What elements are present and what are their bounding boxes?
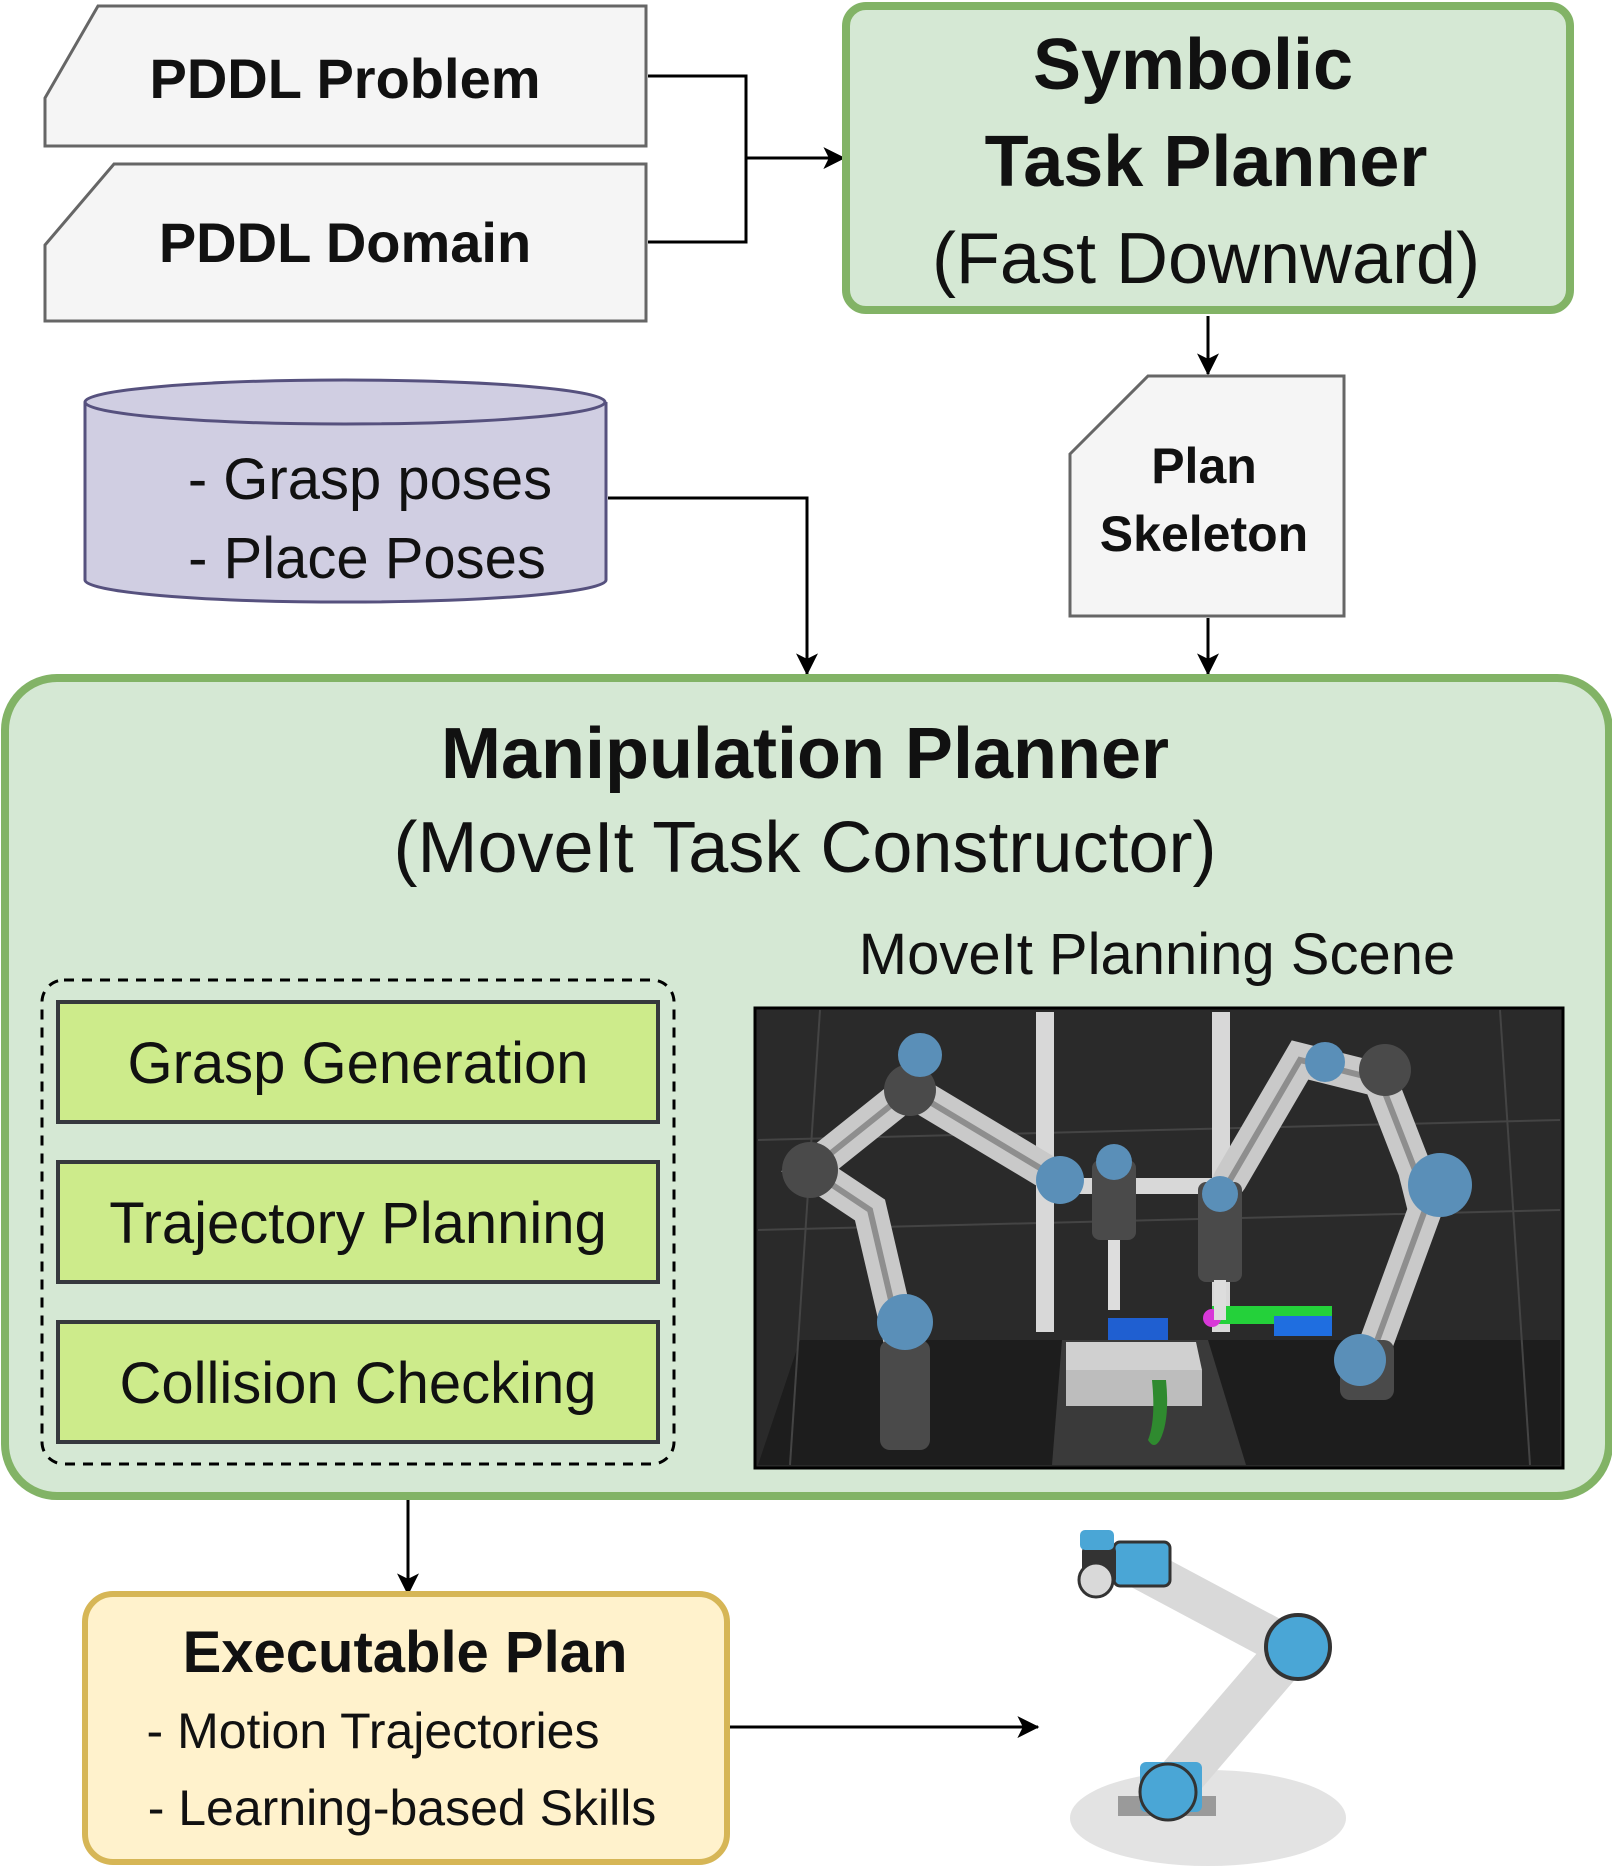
task-planner-title-line1: Symbolic	[1033, 25, 1353, 105]
plan-skeleton-node: Plan Skeleton	[1068, 374, 1346, 618]
manipulation-planner-node: Manipulation Planner (MoveIt Task Constr…	[1, 674, 1612, 1500]
scene-object-blue	[1274, 1316, 1332, 1336]
robot-tool-flange	[1077, 1561, 1115, 1599]
executable-plan-line2: - Learning-based Skills	[148, 1780, 657, 1836]
pddl-problem-label: PDDL Problem	[149, 47, 540, 110]
manipulation-planner-subtitle: (MoveIt Task Constructor)	[394, 808, 1217, 888]
robot-elbow-joint	[1264, 1613, 1332, 1681]
symbolic-task-planner-node: Symbolic Task Planner (Fast Downward)	[842, 2, 1574, 314]
module-trajectory-planning-label: Trajectory Planning	[109, 1191, 607, 1256]
scene-cucumber	[1148, 1380, 1168, 1445]
module-collision-checking: Collision Checking	[56, 1320, 660, 1444]
plan-skeleton-line1: Plan	[1151, 438, 1257, 494]
planning-scene-image	[753, 1006, 1565, 1470]
manipulation-planner-title: Manipulation Planner	[441, 714, 1169, 794]
plan-skeleton-line2: Skeleton	[1100, 506, 1308, 562]
module-trajectory-planning: Trajectory Planning	[56, 1160, 660, 1284]
edge-problem-to-planner	[648, 74, 748, 158]
scene-tray	[1108, 1318, 1168, 1340]
planning-scene-label: MoveIt Planning Scene	[859, 922, 1455, 987]
pddl-domain-node: PDDL Domain	[43, 162, 648, 323]
scene-right-robot	[1213, 1040, 1443, 1377]
connectors	[397, 74, 1219, 1738]
robot-arm-illustration	[1070, 1530, 1346, 1866]
scene-left-robot-joints	[782, 1033, 1136, 1450]
pddl-domain-label: PDDL Domain	[159, 211, 531, 274]
executable-plan-line1: - Motion Trajectories	[147, 1703, 600, 1759]
edge-database-to-manipulation	[608, 496, 818, 676]
executable-plan-node: Executable Plan - Motion Trajectories - …	[82, 1591, 730, 1865]
executable-plan-title: Executable Plan	[183, 1620, 628, 1685]
planning-modules-group	[40, 978, 676, 1466]
pose-database-line1: - Grasp poses	[188, 447, 552, 512]
pose-database-node: - Grasp poses - Place Poses	[83, 378, 608, 604]
pddl-problem-node: PDDL Problem	[43, 4, 648, 148]
pose-database-line2: - Place Poses	[188, 526, 546, 591]
scene-right-robot-joints	[1198, 1042, 1472, 1400]
scene-table	[1066, 1342, 1202, 1370]
module-grasp-generation: Grasp Generation	[56, 1000, 660, 1124]
robot-wrist-joint	[1112, 1540, 1172, 1588]
module-grasp-generation-label: Grasp Generation	[127, 1031, 588, 1096]
task-planner-title-line2: Task Planner	[985, 122, 1428, 202]
task-planner-subtitle: (Fast Downward)	[932, 219, 1480, 299]
edge-domain-to-planner	[648, 158, 748, 244]
module-collision-checking-label: Collision Checking	[119, 1351, 596, 1416]
robot-shadow	[1070, 1770, 1346, 1866]
